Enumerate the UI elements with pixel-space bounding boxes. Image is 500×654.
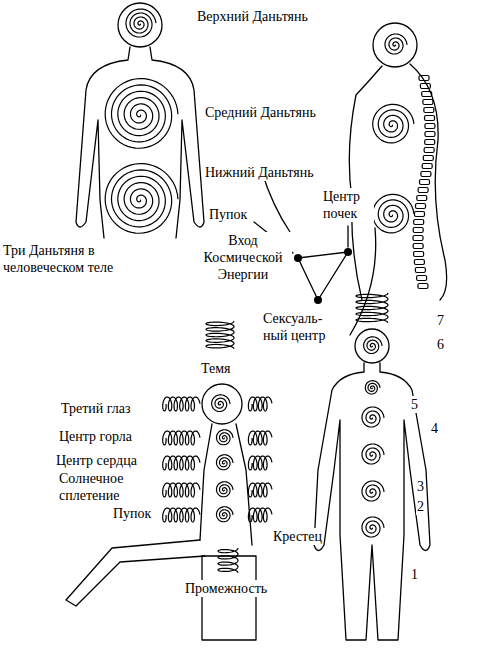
label: Крестец bbox=[272, 528, 323, 545]
energy-triangle bbox=[298, 252, 348, 300]
vertebra bbox=[415, 268, 425, 273]
energy-coil bbox=[163, 456, 200, 470]
label: Темя bbox=[200, 360, 232, 377]
vertebra bbox=[417, 276, 427, 281]
energy-spiral bbox=[385, 34, 407, 54]
label: Вход Космической Энергии bbox=[194, 232, 292, 283]
energy-coil bbox=[248, 397, 272, 411]
energy-coil bbox=[248, 431, 272, 445]
body-outline bbox=[200, 424, 252, 545]
label: Средний Даньтянь bbox=[204, 104, 317, 121]
body-outline bbox=[262, 172, 290, 232]
callout-number: 2 bbox=[416, 498, 425, 515]
energy-spiral bbox=[212, 395, 230, 412]
callout-number: 4 bbox=[430, 420, 439, 437]
energy-spiral bbox=[362, 481, 384, 501]
vertebra bbox=[420, 84, 430, 89]
vertebra bbox=[424, 108, 434, 113]
energy-spiral bbox=[373, 194, 414, 233]
energy-spiral bbox=[362, 407, 384, 427]
vertebra bbox=[425, 116, 435, 121]
energy-coil bbox=[218, 548, 238, 573]
vertebra bbox=[420, 180, 430, 185]
body-outline bbox=[76, 47, 204, 238]
label: Нижний Даньтянь bbox=[204, 164, 315, 181]
vertebra bbox=[418, 284, 428, 289]
label: Центр сердца bbox=[55, 452, 138, 469]
energy-coil bbox=[248, 456, 272, 470]
energy-coil bbox=[248, 483, 272, 497]
energy-coil bbox=[163, 397, 200, 411]
vertebra bbox=[413, 228, 423, 233]
vertebra bbox=[423, 100, 433, 105]
vertebra bbox=[425, 132, 435, 137]
callout-number: 6 bbox=[436, 336, 445, 353]
vertebra bbox=[419, 76, 429, 81]
energy-point bbox=[314, 296, 322, 304]
energy-spiral bbox=[216, 482, 233, 497]
vertebra bbox=[422, 164, 432, 169]
energy-spiral bbox=[126, 9, 156, 37]
label: Пупок bbox=[208, 206, 248, 223]
front-outline bbox=[349, 66, 382, 300]
vertebra bbox=[414, 220, 424, 225]
body-outline bbox=[314, 363, 430, 640]
label: Солнечное сплетение bbox=[58, 470, 140, 504]
back-outline bbox=[410, 64, 447, 300]
vertebra bbox=[413, 236, 423, 241]
vertebra bbox=[425, 140, 435, 145]
vertebra bbox=[413, 244, 423, 249]
vertebra bbox=[414, 252, 424, 257]
label: Сексуаль-ный центр bbox=[262, 310, 336, 344]
energy-coil bbox=[356, 293, 388, 323]
head-outline bbox=[355, 329, 389, 363]
energy-spiral bbox=[105, 164, 178, 234]
vertebra bbox=[417, 196, 427, 201]
head-outline bbox=[202, 384, 242, 424]
label: Центр почек bbox=[322, 188, 374, 222]
energy-coil bbox=[248, 508, 272, 522]
vertebra bbox=[423, 156, 433, 161]
vertebra bbox=[421, 172, 431, 177]
energy-spiral bbox=[216, 455, 233, 470]
label: Центр горла bbox=[58, 428, 133, 445]
energy-point bbox=[344, 248, 352, 256]
label: Третий глаз bbox=[60, 400, 132, 417]
energy-coil bbox=[163, 431, 200, 445]
energy-point bbox=[294, 254, 302, 262]
energy-spiral bbox=[373, 104, 414, 143]
vertebra bbox=[418, 188, 428, 193]
energy-spiral bbox=[362, 517, 384, 537]
callout-number: 1 bbox=[410, 566, 419, 583]
energy-spiral bbox=[365, 381, 380, 394]
energy-coil bbox=[163, 508, 200, 522]
callout-number: 7 bbox=[436, 312, 445, 329]
energy-spiral bbox=[364, 337, 382, 354]
vertebra bbox=[425, 124, 435, 129]
vertebra bbox=[416, 204, 426, 209]
energy-coil bbox=[206, 321, 234, 349]
label: Верхний Даньтянь bbox=[196, 8, 309, 25]
label: Пупок bbox=[112, 505, 152, 522]
energy-spiral bbox=[216, 507, 233, 522]
vertebra bbox=[414, 260, 424, 265]
vertebra bbox=[424, 148, 434, 153]
energy-spiral bbox=[216, 430, 233, 445]
leader-line bbox=[347, 226, 348, 247]
callout-number: 3 bbox=[416, 478, 425, 495]
energy-spiral bbox=[105, 79, 178, 149]
callout-number: 5 bbox=[410, 396, 419, 413]
label: Три Даньтяня в человеческом теле bbox=[2, 242, 144, 276]
vertebra bbox=[414, 212, 424, 217]
energy-spiral bbox=[362, 444, 384, 464]
vertebra bbox=[422, 92, 432, 97]
label: Промежность bbox=[184, 580, 268, 597]
head-outline bbox=[373, 23, 417, 67]
energy-coil bbox=[163, 483, 200, 497]
head-outline bbox=[118, 3, 162, 47]
